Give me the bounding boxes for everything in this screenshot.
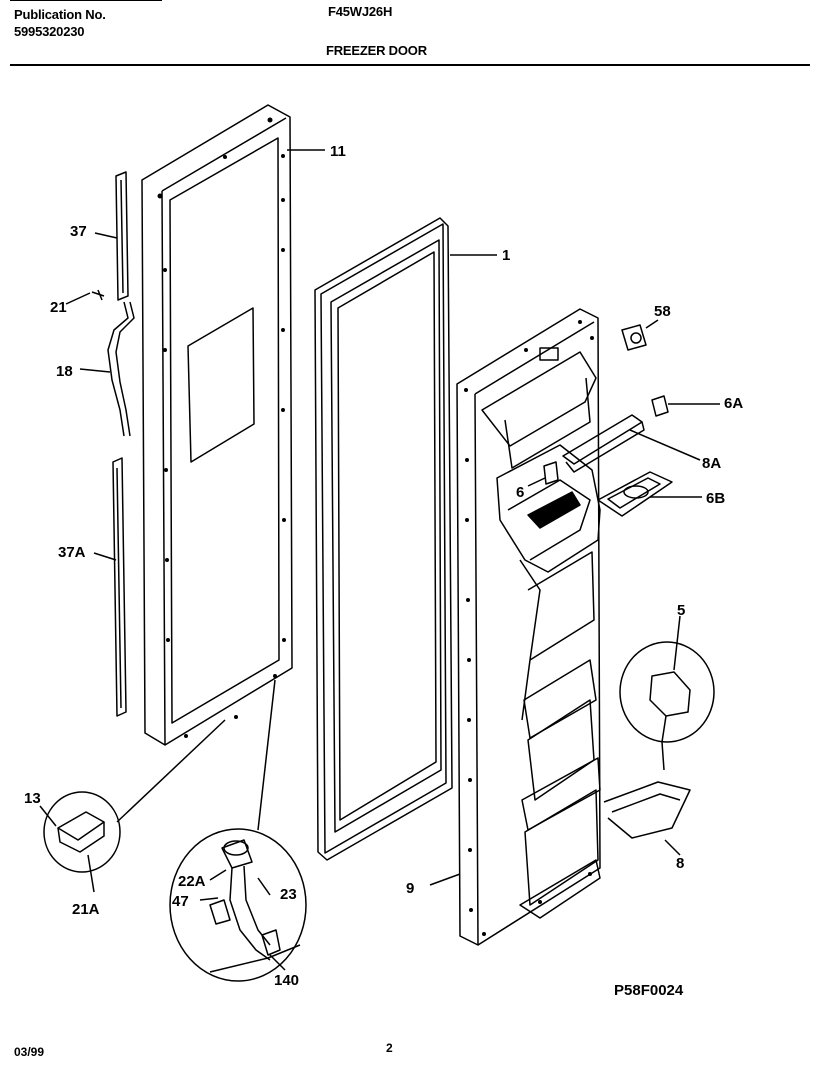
model-number: F45WJ26H: [328, 4, 393, 19]
callout-6: 6: [516, 484, 524, 501]
callout-18: 18: [56, 363, 73, 380]
page-number: 2: [386, 1041, 393, 1055]
callout-37a: 37A: [58, 544, 86, 561]
door-gasket: [314, 217, 453, 861]
callout-8a: 8A: [702, 455, 721, 472]
callout-6b: 6B: [706, 490, 725, 507]
callout-21: 21: [50, 299, 67, 316]
callout-6a: 6A: [724, 395, 743, 412]
callout-21a: 21A: [72, 901, 100, 918]
callout-8: 8: [676, 855, 684, 872]
callout-13: 13: [24, 790, 41, 807]
callout-5: 5: [677, 602, 685, 619]
callout-22a: 22A: [178, 873, 206, 890]
callout-23: 23: [280, 886, 297, 903]
inner-door-liner: [456, 308, 601, 946]
publication-label: Publication No.: [14, 7, 106, 22]
callout-47: 47: [172, 893, 189, 910]
section-title: FREEZER DOOR: [326, 43, 427, 58]
callout-11: 11: [330, 143, 346, 160]
callout-58: 58: [654, 303, 671, 320]
footer-date: 03/99: [14, 1045, 45, 1059]
callout-9: 9: [406, 880, 414, 897]
outer-door-panel: [141, 104, 293, 746]
publication-number: 5995320230: [14, 24, 85, 39]
header-top-rule: [10, 0, 162, 1]
callout-37: 37: [70, 223, 87, 240]
callout-1: 1: [502, 247, 510, 264]
diagram-reference-code: P58F0024: [614, 982, 684, 999]
header-rule: [10, 64, 810, 66]
trim-strip-lower: [112, 457, 127, 717]
trim-strip-upper: [115, 171, 129, 301]
callout-140: 140: [274, 972, 299, 989]
